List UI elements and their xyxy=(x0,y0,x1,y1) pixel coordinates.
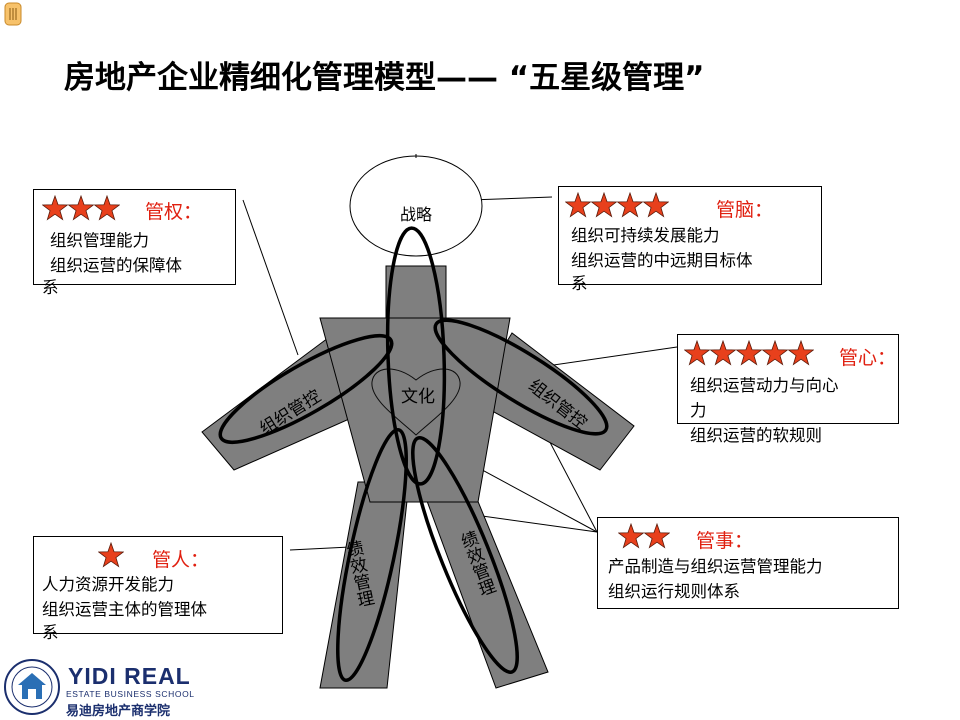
star-icon xyxy=(93,195,120,221)
connector-power xyxy=(242,199,299,356)
left-arm-ellipse xyxy=(218,334,394,444)
logo-emblem-icon xyxy=(4,659,60,715)
connector-affairs-3 xyxy=(474,514,598,533)
document-icon[interactable] xyxy=(4,2,22,26)
text-line: 组织管理能力 xyxy=(50,231,149,250)
star-icon xyxy=(735,340,763,366)
star-icon xyxy=(565,192,592,218)
power-box: 管权： 组织管理能力 组织运营的保障体 系 xyxy=(33,189,236,297)
star-rating xyxy=(565,189,669,221)
brain-box: 管脑： 组织可持续发展能力 组织运营的中远期目标体 系 xyxy=(558,186,822,293)
affairs-box: 管事： 产品制造与组织运营管理能力 组织运行规则体系 xyxy=(597,517,899,609)
star-icon xyxy=(761,340,789,366)
heart-lines: 组织运营动力与向心 力 组织运营的软规则 xyxy=(690,373,839,448)
power-lines-wrap: 系 xyxy=(42,278,59,298)
text-line: 系 xyxy=(42,623,59,642)
text-line: 系 xyxy=(571,274,588,293)
star-icon xyxy=(787,340,814,366)
text-line: 组织运营动力与向心 xyxy=(690,376,839,395)
neck xyxy=(385,265,447,323)
star-rating xyxy=(684,337,814,369)
affairs-label: 管事： xyxy=(696,530,754,552)
star-rating xyxy=(618,520,670,552)
logo-school: ESTATE BUSINESS SCHOOL xyxy=(66,689,195,699)
power-lines: 组织管理能力 组织运营的保障体 xyxy=(50,228,182,278)
page-title: 房地产企业精细化管理模型—— “五星级管理” xyxy=(64,60,705,96)
text-line: 组织运行规则体系 xyxy=(608,582,740,601)
people-lines: 人力资源开发能力 组织运营主体的管理体 系 xyxy=(42,572,207,644)
text-line: 组织可持续发展能力 xyxy=(571,226,720,245)
star-icon xyxy=(643,523,670,549)
text-line: 产品制造与组织运营管理能力 xyxy=(608,557,823,576)
people-box: 管人： 人力资源开发能力 组织运营主体的管理体 系 xyxy=(33,536,283,642)
star-icon xyxy=(709,340,737,366)
star-icon xyxy=(67,195,95,221)
brain-label: 管脑： xyxy=(716,199,774,221)
spine-ellipse xyxy=(385,226,447,486)
text-line: 组织运营的保障体 xyxy=(50,256,182,275)
star-icon xyxy=(618,523,645,549)
star-icon xyxy=(616,192,644,218)
right-leg-ellipse xyxy=(411,436,519,674)
head-label: 战略 xyxy=(400,205,432,224)
star-icon xyxy=(42,195,69,221)
heart-label: 文化 xyxy=(401,387,435,407)
text-line: 组织运营的中远期目标体 xyxy=(571,251,753,270)
star-icon xyxy=(642,192,669,218)
text-line: 力 xyxy=(690,401,707,420)
school-logo: YIDI REAL ESTATE BUSINESS SCHOOL 易迪房地产商学… xyxy=(0,655,195,720)
right-arm-ellipse xyxy=(433,318,609,436)
text-line: 系 xyxy=(42,278,59,297)
star-rating xyxy=(42,192,120,224)
heart-shape xyxy=(371,368,461,436)
power-label: 管权： xyxy=(145,201,203,223)
text-line: 组织运营的软规则 xyxy=(690,426,822,445)
text-line: 人力资源开发能力 xyxy=(42,575,174,594)
people-label: 管人： xyxy=(152,549,210,571)
text-line: 组织运营主体的管理体 xyxy=(42,600,207,619)
connector-brain xyxy=(469,196,553,201)
brain-lines: 组织可持续发展能力 组织运营的中远期目标体 系 xyxy=(571,223,753,295)
left-leg-ellipse xyxy=(336,427,408,683)
star-icon xyxy=(684,340,711,366)
affairs-lines: 产品制造与组织运营管理能力 组织运行规则体系 xyxy=(608,554,823,604)
heart-label-box: 管心： xyxy=(839,347,897,369)
logo-cn-name: 易迪房地产商学院 xyxy=(66,704,171,719)
heart-box: 管心： 组织运营动力与向心 力 组织运营的软规则 xyxy=(677,334,899,445)
star-icon xyxy=(590,192,618,218)
star-icon xyxy=(98,542,124,568)
star-rating xyxy=(98,539,124,571)
logo-brand: YIDI REAL xyxy=(68,663,191,689)
